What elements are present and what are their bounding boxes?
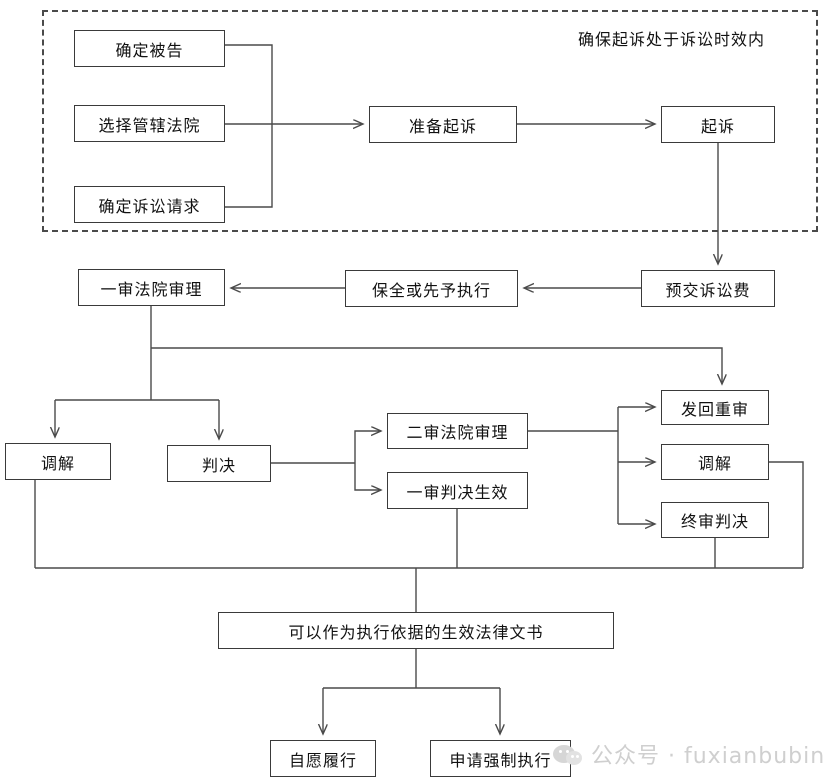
node-n8[interactable]: 一审法院审理: [78, 269, 225, 306]
preparation-group-region: [42, 10, 818, 232]
node-n5[interactable]: 起诉: [661, 106, 775, 143]
node-n1[interactable]: 确定被告: [74, 30, 225, 67]
node-n6[interactable]: 预交诉讼费: [641, 270, 775, 307]
watermark-text: 公众号 · fuxianbubin: [591, 744, 826, 769]
node-n3[interactable]: 确定诉讼请求: [74, 186, 225, 223]
group-note-label: 确保起诉处于诉讼时效内: [578, 30, 766, 49]
node-label: 调解: [40, 453, 75, 473]
node-label: 二审法院审理: [406, 423, 509, 442]
node-label: 调解: [697, 454, 732, 473]
edge-judgment-to-secondtrial: [354, 431, 380, 463]
node-label: 判决: [201, 455, 236, 475]
node-label: 预交诉讼费: [665, 280, 751, 300]
node-label: 可以作为执行依据的生效法律文书: [288, 622, 544, 642]
node-label: 确定诉讼请求: [98, 196, 201, 216]
wechat-icon: [553, 741, 583, 767]
node-n7[interactable]: 保全或先予执行: [345, 270, 518, 307]
node-label: 终审判决: [680, 512, 749, 531]
node-n10[interactable]: 判决: [167, 445, 271, 482]
node-label: 自愿履行: [288, 750, 357, 770]
node-label: 一审法院审理: [100, 279, 203, 299]
node-n11[interactable]: 二审法院审理: [387, 413, 528, 449]
node-label: 确定被告: [115, 40, 184, 60]
node-label: 一审判决生效: [406, 482, 509, 502]
node-n13[interactable]: 发回重审: [661, 390, 769, 425]
node-n12[interactable]: 一审判决生效: [387, 472, 528, 509]
node-label: 准备起诉: [408, 116, 477, 136]
edge-mediate2-down: [769, 461, 804, 568]
node-label: 起诉: [700, 116, 735, 136]
node-n2[interactable]: 选择管辖法院: [74, 105, 225, 142]
node-n18[interactable]: 申请强制执行: [430, 740, 571, 777]
node-n4[interactable]: 准备起诉: [369, 106, 517, 143]
node-label: 选择管辖法院: [98, 115, 201, 135]
node-n9[interactable]: 调解: [5, 443, 111, 480]
node-n16[interactable]: 可以作为执行依据的生效法律文书: [218, 612, 614, 649]
node-n17[interactable]: 自愿履行: [270, 740, 376, 777]
node-label: 申请强制执行: [449, 750, 552, 770]
node-label: 保全或先予执行: [371, 280, 491, 300]
node-n14[interactable]: 调解: [661, 444, 769, 480]
node-n15[interactable]: 终审判决: [661, 502, 769, 538]
node-label: 发回重审: [680, 399, 749, 419]
edge-judgment-to-effective: [354, 463, 380, 490]
watermark: 公众号 · fuxianbubin: [553, 738, 825, 770]
edge-firsttrial-to-retrial-bus: [151, 347, 722, 383]
